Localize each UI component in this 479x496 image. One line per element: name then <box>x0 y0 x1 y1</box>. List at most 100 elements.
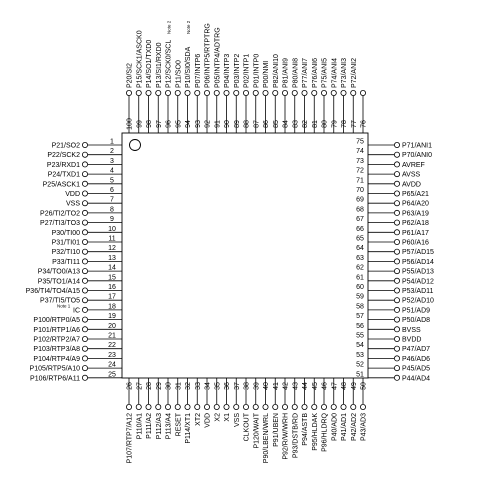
pin-number: 10 <box>108 226 116 233</box>
pin-terminal <box>223 90 230 97</box>
pin-terminal <box>213 403 220 410</box>
pin-label: P42/AD2 <box>351 413 358 441</box>
pin-terminal <box>82 306 89 313</box>
pin-terminal <box>82 141 89 148</box>
pin-terminal <box>393 171 400 178</box>
pin-terminal <box>174 403 181 410</box>
pin-number: 52 <box>356 362 364 369</box>
pin-terminal <box>330 403 337 410</box>
pin-number: 99 <box>136 120 143 128</box>
pin-terminal <box>311 90 318 97</box>
pin-terminal <box>272 90 279 97</box>
pin-label: P02/INTP1 <box>244 54 251 88</box>
pin-terminal <box>393 326 400 333</box>
pin-terminal <box>82 277 89 284</box>
pin-label: P00/NMI <box>263 61 270 88</box>
pin-number: 29 <box>156 382 163 390</box>
pin-label: P26/TI2/TO2 <box>40 210 80 217</box>
pin-number: 42 <box>283 382 290 390</box>
pin-label: P52/AD10 <box>402 298 434 305</box>
pin-terminal <box>82 345 89 352</box>
pin-label: P04/INTP3 <box>224 54 231 88</box>
pin-terminal <box>82 238 89 245</box>
pin-number: 33 <box>195 382 202 390</box>
pin-number: 72 <box>356 168 364 175</box>
pin-label: P110/A1 <box>136 413 143 439</box>
pin-number: 55 <box>356 333 364 340</box>
pin-label: VDD <box>205 413 212 428</box>
pin-number: 56 <box>356 323 364 330</box>
pin-number: 27 <box>136 382 143 390</box>
pin-terminal <box>82 335 89 342</box>
pin-number: 11 <box>108 236 115 243</box>
pin-label: P81/ANI9 <box>283 58 290 88</box>
pin-label: BVSS <box>402 327 421 334</box>
pin-number: 1 <box>110 139 114 146</box>
pin-terminal <box>350 403 357 410</box>
pin-number: 89 <box>234 120 241 128</box>
pin-number: 9 <box>110 216 114 223</box>
pin-number: 28 <box>146 382 153 390</box>
pin-label: P106/RTP6/A11 <box>30 375 80 382</box>
pin-label: P41/AD1 <box>341 413 348 441</box>
pin-label: P94/ASTB <box>302 413 309 446</box>
pin-number: 19 <box>108 313 116 320</box>
pin-number: 83 <box>292 120 299 128</box>
pin-label: P111/A2 <box>146 413 153 439</box>
pin-terminal <box>164 403 171 410</box>
pin-label: P27/TI3/TO3 <box>40 220 80 227</box>
pin-terminal <box>82 248 89 255</box>
pin-number: 34 <box>205 382 212 390</box>
pin-label: P40/AD0 <box>331 413 338 441</box>
pin-number: 90 <box>224 120 231 128</box>
pin-number: 17 <box>108 294 116 301</box>
pin-number: 51 <box>356 371 364 378</box>
pin-terminal <box>393 238 400 245</box>
pin-number: 15 <box>108 274 116 281</box>
pin-label: P60/A16 <box>402 240 429 247</box>
pin-note: Note 2 <box>167 20 172 34</box>
pin-label: P35/TO1/A14 <box>38 278 80 285</box>
pin-number: 87 <box>253 120 260 128</box>
pin-number: 70 <box>356 187 364 194</box>
pin-terminal <box>393 316 400 323</box>
pin-label: P64/A20 <box>402 201 429 208</box>
pin-number: 63 <box>356 255 364 262</box>
pin-terminal <box>281 90 288 97</box>
pin-number: 43 <box>292 382 299 390</box>
pin-terminal <box>291 403 298 410</box>
pin-number: 64 <box>356 245 364 252</box>
pin-note: Note 1 <box>57 303 71 308</box>
pin-terminal <box>262 403 269 410</box>
pin-label: P114/XT1 <box>185 413 192 444</box>
pin-label: P75/ANI5 <box>322 58 329 88</box>
pin-label: AVREF <box>402 162 425 169</box>
pin-terminal <box>340 403 347 410</box>
pin-number: 21 <box>108 333 116 340</box>
pin-number: 65 <box>356 236 364 243</box>
pin-terminal <box>393 277 400 284</box>
pin-number: 18 <box>108 303 116 310</box>
pin-number: 5 <box>110 177 114 184</box>
pin-label: P51/AD9 <box>402 307 430 314</box>
pin-number: 96 <box>166 120 173 128</box>
pin-label: P14/SO1/TXD0 <box>146 40 153 88</box>
pin-terminal <box>393 258 400 265</box>
pin-label: P76/ANI6 <box>312 58 319 88</box>
pin-label: P03/INTP2 <box>234 54 241 88</box>
pin-terminal <box>145 403 152 410</box>
pin-label: P57/AD15 <box>402 249 434 256</box>
pin-terminal <box>82 229 89 236</box>
pin-label: P113/A4 <box>166 413 173 439</box>
pin-terminal <box>82 190 89 197</box>
pin-label: P50/AD8 <box>402 317 430 324</box>
pin-number: 30 <box>166 382 173 390</box>
pin-terminal <box>393 248 400 255</box>
pin-terminal <box>184 90 191 97</box>
pin-number: 38 <box>244 382 251 390</box>
pin-label: P32/TI10 <box>52 249 81 256</box>
pin-terminal <box>82 326 89 333</box>
pin-number: 67 <box>356 216 364 223</box>
pin-terminal <box>155 403 162 410</box>
pin-label: P103/RTP3/A8 <box>33 346 80 353</box>
